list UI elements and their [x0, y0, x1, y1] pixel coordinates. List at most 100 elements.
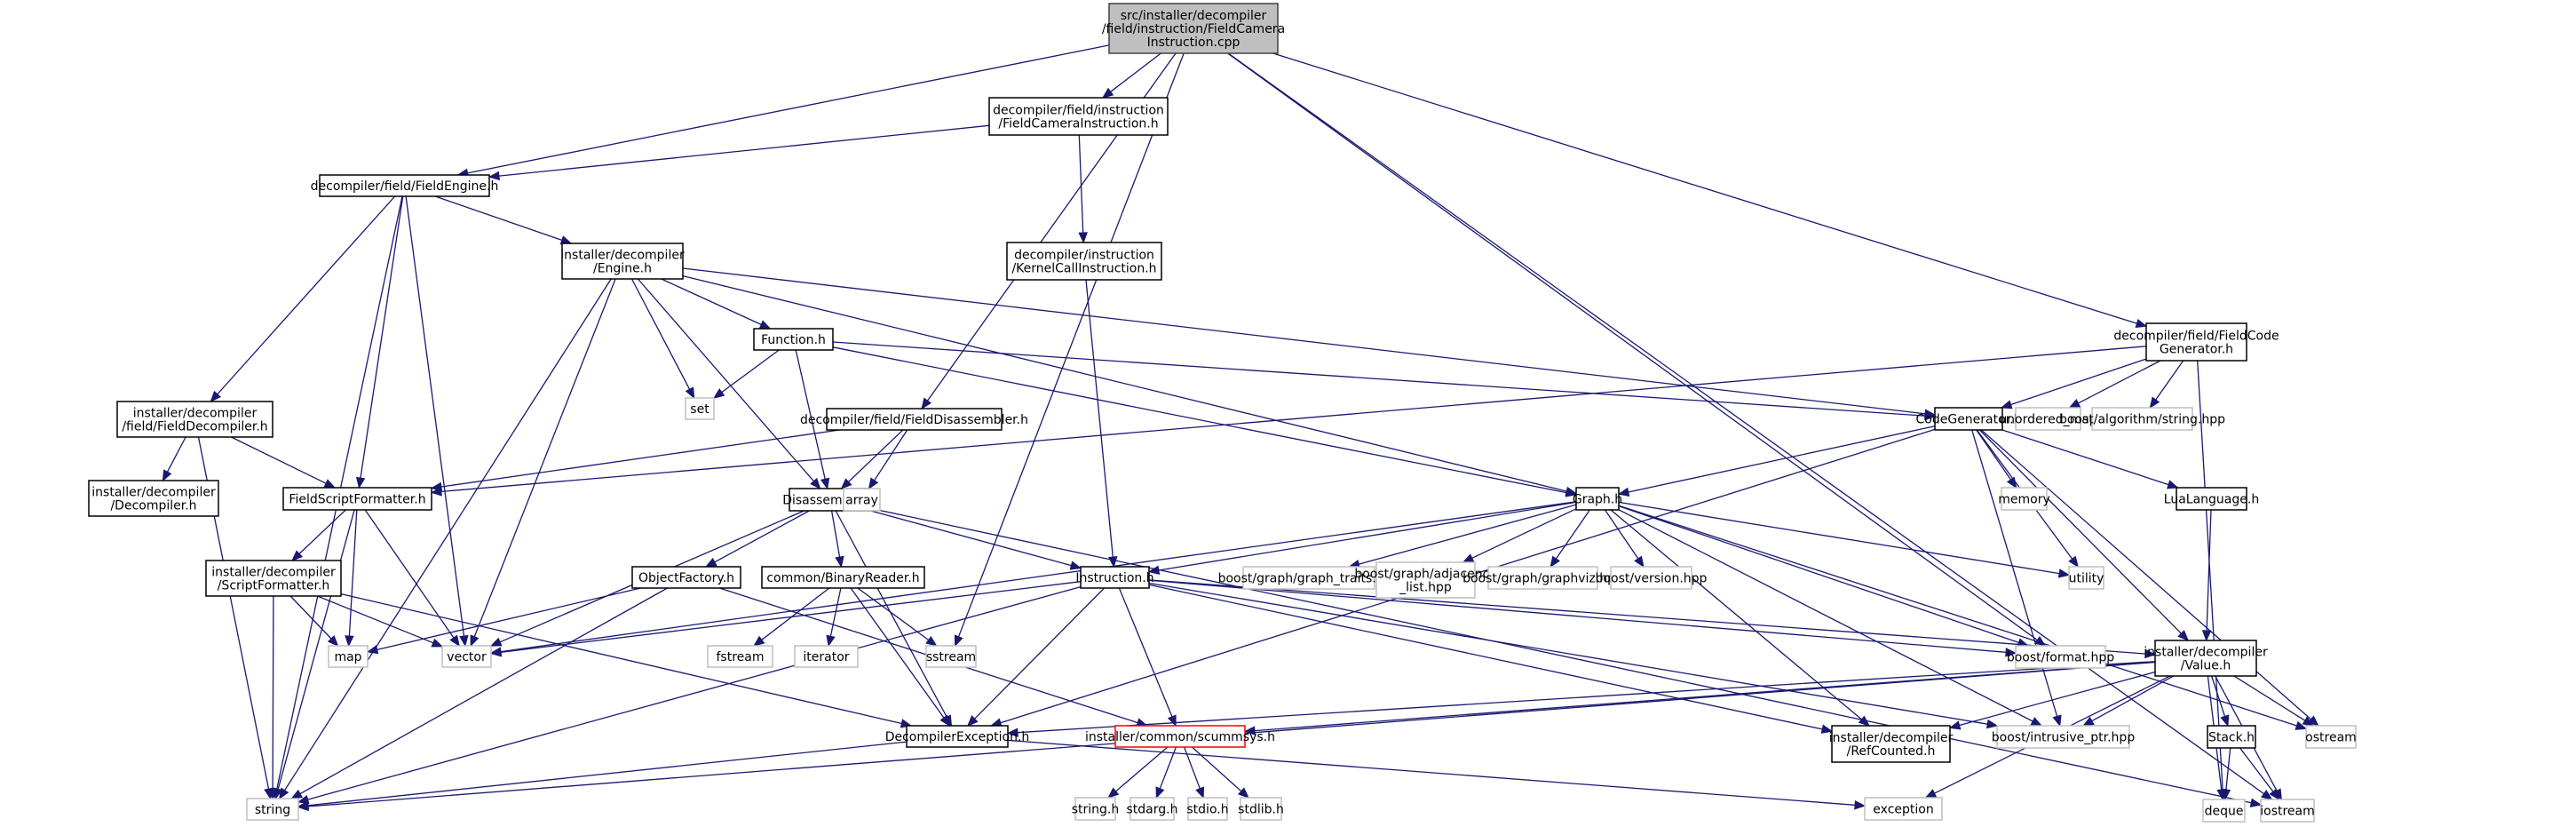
- node-label: installer/decompiler: [1829, 731, 1954, 745]
- node-objfactory[interactable]: ObjectFactory.h: [631, 566, 741, 589]
- arrowhead-icon: [925, 636, 938, 647]
- node-box: [2260, 799, 2315, 823]
- arrowhead-icon: [345, 635, 354, 648]
- edge-fdisasm-to-array: [874, 429, 908, 481]
- arrowhead-icon: [1634, 555, 1645, 569]
- edge-value-to-ostream: [2233, 675, 2306, 721]
- node-label: array: [845, 494, 878, 508]
- edge-instruction-to-decompexc: [974, 587, 1106, 720]
- node-label: stdlib.h: [1238, 803, 1284, 817]
- node-fsf[interactable]: FieldScriptFormatter.h: [282, 487, 432, 511]
- node-box: [2015, 407, 2081, 431]
- node-label: stdarg.h: [1127, 803, 1178, 817]
- node-graph[interactable]: Graph.h: [1573, 487, 1622, 511]
- arrowhead-icon: [826, 634, 836, 648]
- node-scummsys[interactable]: installer/common/scummsys.h: [1085, 725, 1275, 748]
- edge-codegen-to-graph: [1628, 425, 1936, 493]
- node-label: /FieldCameraInstruction.h: [998, 117, 1158, 131]
- node-ostream: ostream: [2305, 725, 2357, 749]
- edge-binreader-to-decompexc: [850, 587, 945, 719]
- node-codegen[interactable]: CodeGenerator.h: [1916, 407, 2022, 431]
- node-engine[interactable]: installer/decompiler/Engine.h: [560, 243, 685, 280]
- edge-instruction-to-refcounted: [1148, 584, 1823, 730]
- edge-codegen-to-lua: [2001, 429, 2169, 486]
- node-box: [2207, 725, 2256, 749]
- node-label: _list.hpp: [1399, 581, 1452, 595]
- edge-fcg-to-deque: [2197, 360, 2223, 791]
- arrowhead-icon: [2068, 399, 2081, 409]
- edge-codegen-to-ostream: [1980, 429, 2311, 720]
- arrowhead-icon: [758, 320, 772, 330]
- node-box: [843, 488, 881, 512]
- edge-instruction-to-bformat: [1148, 579, 2007, 653]
- node-fdisasm[interactable]: decompiler/field/FieldDisassembler.h: [800, 408, 1028, 431]
- node-decompexc[interactable]: DecompilerException.h: [885, 725, 1030, 748]
- arrowhead-icon: [2166, 480, 2179, 489]
- node-box: [1375, 561, 1476, 599]
- node-kci[interactable]: decompiler/instruction/KernelCallInstruc…: [1006, 242, 1162, 281]
- node-stack[interactable]: Stack.h: [2207, 725, 2256, 749]
- arrowhead-icon: [1006, 728, 1019, 737]
- edge-fengine-to-vector: [405, 195, 465, 637]
- arrowhead-icon: [1101, 87, 1114, 99]
- node-box: [2202, 799, 2246, 823]
- node-box: [1487, 566, 1598, 590]
- node-label: CodeGenerator.h: [1916, 413, 2022, 427]
- node-box: [1934, 407, 2003, 431]
- arrowhead-icon: [2177, 630, 2190, 641]
- arrowhead-icon: [1462, 553, 1475, 563]
- node-box: [1610, 566, 1692, 590]
- node-label: /Value.h: [2181, 659, 2231, 673]
- edge-function-to-disasm: [795, 349, 826, 480]
- node-box: [1108, 3, 1279, 54]
- node-box: [328, 645, 369, 668]
- node-label: iostream: [2260, 805, 2315, 819]
- node-decompiler[interactable]: installer/decompiler/Decompiler.h: [88, 480, 219, 517]
- node-lua[interactable]: LuaLanguage.h: [2164, 487, 2259, 511]
- node-box: [1006, 242, 1162, 281]
- node-binreader[interactable]: common/BinaryReader.h: [761, 566, 925, 589]
- node-string: string: [246, 798, 299, 821]
- edge-disasm-to-iostream: [869, 507, 2252, 804]
- node-value[interactable]: installer/decompiler/Value.h: [2144, 640, 2268, 677]
- edge-fcg-to-boost_algo: [2155, 360, 2184, 401]
- node-label: Generator.h: [2160, 343, 2233, 357]
- edge-fcg-to-codegen: [2010, 358, 2147, 406]
- edge-graph-to-adjacency: [1471, 508, 1577, 559]
- arrowhead-icon: [1858, 715, 1871, 727]
- node-box: [1575, 487, 1620, 511]
- node-refcounted[interactable]: installer/decompiler/RefCounted.h: [1829, 725, 1954, 763]
- edge-graph-to-ostream: [1618, 505, 2297, 727]
- node-fcih[interactable]: decompiler/field/instruction/FieldCamera…: [988, 97, 1169, 136]
- node-exception: exception: [1864, 797, 1943, 821]
- arrowhead-icon: [2057, 569, 2071, 578]
- node-box: [906, 725, 1009, 748]
- edge-root-to-fengine: [467, 44, 1110, 174]
- edge-sf-to-map: [289, 595, 332, 640]
- edge-engine-to-vector: [473, 278, 616, 638]
- node-fstream: fstream: [707, 645, 773, 668]
- node-fdecomp[interactable]: installer/decompiler/field/FieldDecompil…: [116, 401, 273, 438]
- arrowhead-icon: [2005, 648, 2017, 657]
- node-label: decompiler/field/instruction: [993, 104, 1164, 118]
- node-instruction[interactable]: Instruction.h: [1075, 566, 1154, 589]
- arrowhead-icon: [459, 634, 469, 648]
- node-function[interactable]: Function.h: [753, 328, 834, 351]
- node-box: [631, 566, 741, 589]
- node-sf[interactable]: installer/decompiler/ScriptFormatter.h: [205, 560, 342, 597]
- edge-value-to-decompexc: [1017, 660, 2156, 734]
- edge-graph-to-vector: [500, 501, 1577, 653]
- edge-instruction-to-string: [307, 585, 1082, 800]
- edge-scummsys-to-string_h: [1115, 746, 1169, 792]
- node-root[interactable]: src/installer/decompiler/field/instructi…: [1102, 3, 1285, 54]
- edge-graph-to-intrusive: [1618, 509, 2033, 722]
- node-fengine[interactable]: decompiler/field/FieldEngine.h: [311, 174, 499, 197]
- edge-fsf-to-map: [348, 509, 358, 637]
- arrowhead-icon: [1617, 487, 1630, 497]
- edge-graph-to-instruction: [1158, 501, 1577, 571]
- arrowhead-icon: [1854, 800, 1867, 810]
- arrowhead-icon: [1078, 232, 1088, 244]
- nodes-layer: src/installer/decompiler/field/instructi…: [88, 3, 2357, 823]
